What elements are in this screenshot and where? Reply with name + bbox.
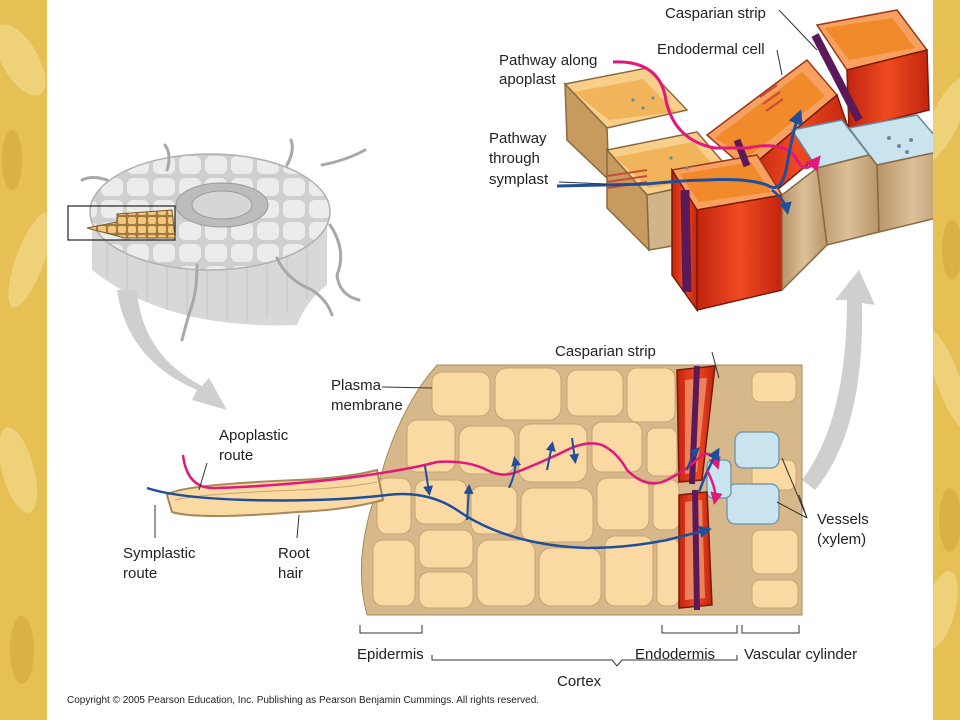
root-water-transport-diagram: Casparian strip Endodermal cell Pathway … bbox=[67, 5, 933, 706]
zoom-arrow-left bbox=[117, 290, 227, 410]
label-cortex: Cortex bbox=[557, 673, 602, 690]
label-vessels-1: Vessels bbox=[817, 511, 869, 528]
label-endodermal-cell: Endodermal cell bbox=[657, 41, 765, 58]
label-vessels-2: (xylem) bbox=[817, 531, 866, 548]
apoplast-pathway-top bbox=[612, 60, 821, 172]
label-symplastic-route-1: Symplastic bbox=[123, 545, 196, 562]
symplast-pathway-top bbox=[556, 109, 803, 189]
symplastic-route-line bbox=[146, 486, 712, 550]
tissue-brackets bbox=[359, 625, 800, 667]
label-epidermis: Epidermis bbox=[357, 646, 424, 663]
label-pathway-symplast-1: Pathway bbox=[489, 130, 547, 147]
label-apoplastic-route-1: Apoplastic bbox=[219, 427, 289, 444]
label-symplastic-route-2: route bbox=[123, 565, 157, 582]
label-pathway-apoplast-2: apoplast bbox=[499, 71, 557, 88]
zoom-arrow-right bbox=[802, 270, 875, 490]
apoplastic-route-line bbox=[181, 442, 721, 490]
label-plasma-membrane-1: Plasma bbox=[331, 377, 382, 394]
label-vascular-cylinder: Vascular cylinder bbox=[744, 646, 857, 663]
label-plasma-membrane-2: membrane bbox=[331, 397, 403, 414]
label-pathway-apoplast-1: Pathway along bbox=[499, 52, 597, 69]
label-root-hair-2: hair bbox=[278, 565, 303, 582]
label-apoplastic-route-2: route bbox=[219, 447, 253, 464]
label-casparian-strip-bottom: Casparian strip bbox=[555, 343, 656, 360]
leader-lines bbox=[154, 9, 818, 539]
label-root-hair-1: Root bbox=[278, 545, 311, 562]
root-tissue-detail bbox=[165, 364, 803, 616]
label-pathway-symplast-3: symplast bbox=[489, 171, 549, 188]
label-endodermis: Endodermis bbox=[635, 646, 715, 663]
copyright-notice: Copyright © 2005 Pearson Education, Inc.… bbox=[67, 695, 539, 706]
label-pathway-symplast-2: through bbox=[489, 150, 540, 167]
endodermal-cells-3d bbox=[563, 9, 933, 313]
label-casparian-strip-top: Casparian strip bbox=[665, 5, 766, 22]
root-cross-section bbox=[67, 138, 367, 342]
